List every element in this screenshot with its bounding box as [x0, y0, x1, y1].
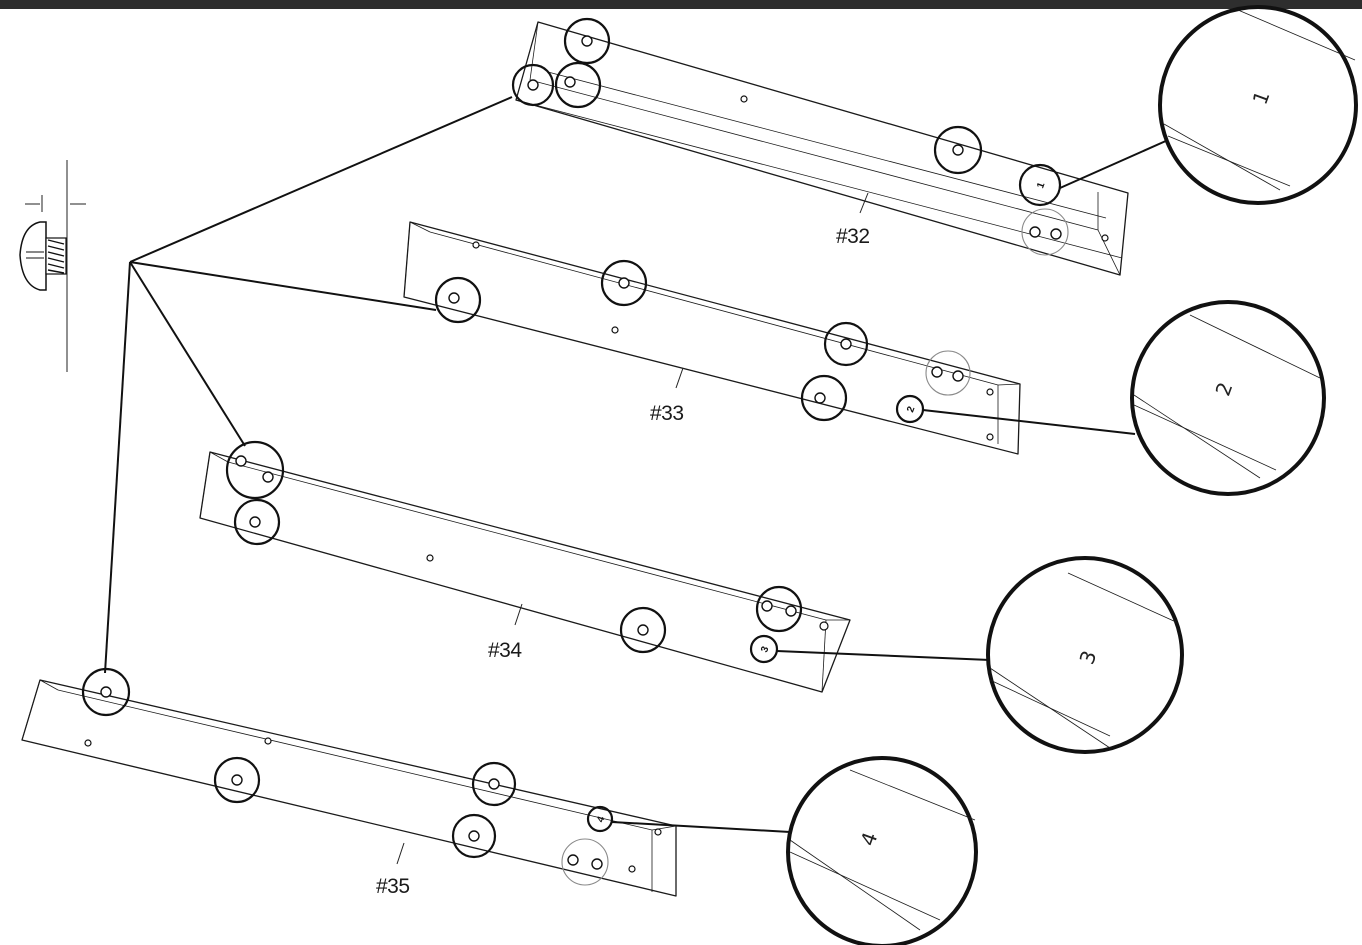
zoom-detail-3: 3 [776, 556, 1184, 754]
zoom-detail-2: 2 [922, 300, 1326, 496]
part-label-34: #34 [488, 639, 522, 662]
top-border-bar [0, 0, 1362, 9]
zoom-detail-1: 1 [1059, 5, 1358, 205]
part-label-33: #33 [650, 402, 684, 425]
mark-2-label: 2 [905, 405, 917, 414]
mark-3-label: 3 [759, 645, 771, 654]
hub-leaders [104, 96, 513, 674]
tube-32: 1 #32 [511, 17, 1129, 276]
screw-detail [19, 160, 86, 372]
zoom-detail-4: 4 [611, 756, 978, 945]
tube-35: 4 #35 [21, 667, 677, 898]
part-label-32: #32 [836, 225, 870, 248]
tube-34: 3 #34 [199, 440, 851, 693]
mark-1-label: 1 [1035, 181, 1047, 190]
part-label-35: #35 [376, 875, 410, 898]
mark-4-label: 4 [595, 815, 607, 824]
tube-33: 2 #33 [403, 221, 1021, 455]
